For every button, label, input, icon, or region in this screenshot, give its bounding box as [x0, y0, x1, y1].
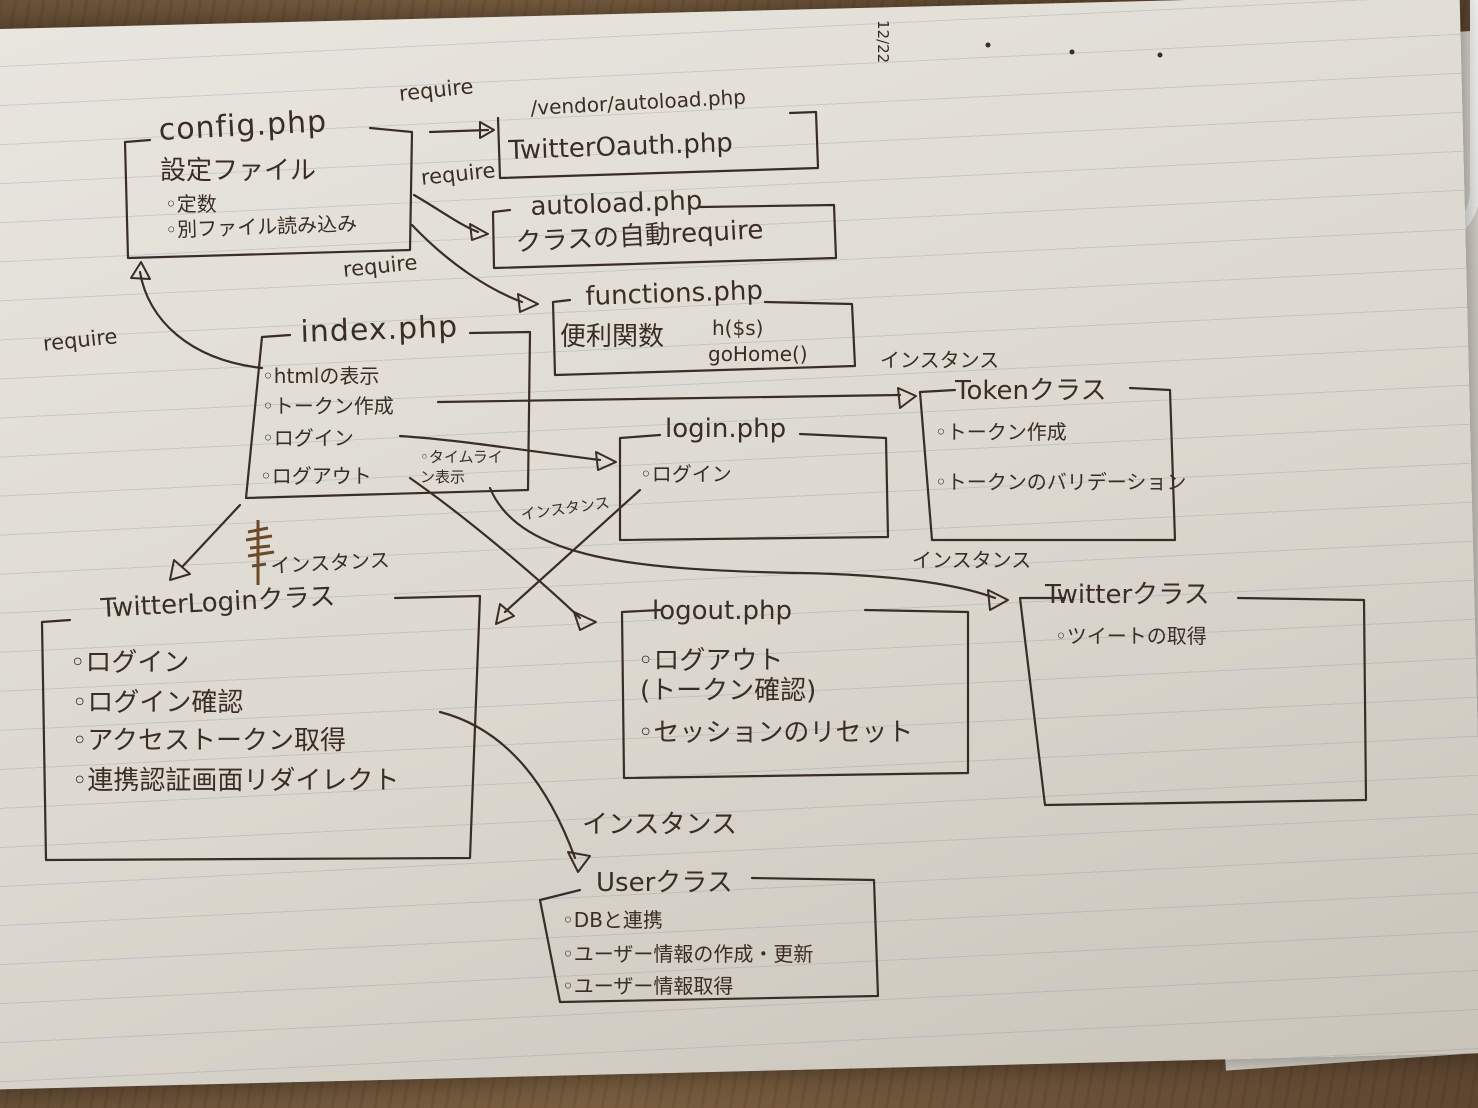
logout-box	[620, 608, 970, 780]
arrowhead-twitter	[987, 589, 1009, 611]
arrow-index-config	[138, 270, 264, 370]
functions-item-1: 便利関数	[560, 322, 665, 352]
arrow-twitterlogin-user	[438, 710, 577, 860]
index-item-4: ◦ログアウト	[260, 464, 372, 488]
autoload-box	[491, 203, 838, 270]
arrowhead-functions	[517, 293, 539, 313]
arrow-config-vendor	[428, 128, 490, 134]
arrowhead-login	[595, 451, 617, 471]
arrow-config-autoload	[412, 193, 480, 234]
twitterlogin-item-3: ◦アクセストークン取得	[72, 726, 347, 756]
login-title: login.php	[665, 414, 787, 444]
arrow-index-twitter	[488, 486, 997, 600]
index-item-3: ◦ログイン	[262, 426, 354, 450]
index-item-5: ◦タイムライン表示	[420, 448, 503, 486]
index-title: index.php	[299, 309, 459, 350]
twitter-title: Twitterクラス	[1045, 580, 1210, 610]
scribble	[245, 520, 275, 585]
token-item-1: ◦トークン作成	[935, 420, 1067, 444]
login-item-1: ◦ログイン	[640, 462, 732, 486]
functions-box	[551, 298, 857, 377]
arrowhead-user	[567, 851, 591, 873]
config-item-3: ◦別ファイル読み込み	[164, 211, 358, 242]
index-item-1: ◦htmlの表示	[262, 364, 380, 388]
functions-item-2: h($s)	[712, 316, 764, 340]
logout-item-2: (トークン確認)	[640, 676, 817, 706]
user-item-2: ◦ユーザー情報の作成・更新	[562, 942, 814, 966]
functions-item-3: goHome()	[708, 342, 808, 366]
token-item-2: ◦トークンのバリデーション	[935, 470, 1187, 494]
arrowhead-login-twitterlogin	[495, 603, 515, 625]
user-title: Userクラス	[596, 868, 733, 898]
arrow-index-login	[398, 434, 602, 462]
user-item-1: ◦DBと連携	[562, 908, 663, 932]
page-dot	[1069, 49, 1075, 55]
twitter-item-1: ◦ツイートの取得	[1055, 624, 1207, 648]
index-box	[244, 330, 532, 500]
logout-item-1: ◦ログアウト	[638, 646, 784, 676]
token-title: Tokenクラス	[955, 376, 1107, 406]
arrowhead-config	[130, 261, 151, 280]
config-item-2: ◦定数	[165, 192, 217, 216]
arrowhead-token	[897, 387, 917, 409]
arrow-login-twitterlogin	[503, 488, 642, 614]
arrow-index-logout	[408, 476, 582, 620]
corner-mark: 12/22	[874, 20, 892, 64]
logout-item-3: ◦セッションのリセット	[638, 718, 914, 748]
config-title: config.php	[157, 104, 328, 148]
page-dot	[985, 42, 991, 48]
twitterlogin-box	[40, 594, 482, 862]
arrowhead-autoload	[469, 223, 489, 241]
config-box	[123, 126, 414, 260]
logout-title: logout.php	[652, 596, 792, 626]
twitterlogin-item-2: ◦ログイン確認	[72, 688, 244, 718]
config-item-1: 設定ファイル	[160, 156, 317, 186]
page-dot	[1157, 52, 1163, 58]
functions-title: functions.php	[584, 275, 764, 312]
user-box	[538, 876, 880, 1004]
vendor-box	[496, 110, 820, 180]
label-inst-token: インスタンス	[880, 348, 1000, 372]
index-item-2: ◦トークン作成	[262, 394, 394, 418]
login-box	[618, 432, 890, 542]
arrowhead-logout	[573, 611, 597, 631]
token-box	[918, 386, 1177, 542]
arrow-index-twitterlogin	[181, 503, 242, 568]
autoload-title: autoload.php	[529, 186, 703, 222]
label-inst-user: インスタンス	[582, 810, 737, 840]
twitter-box	[1018, 596, 1368, 807]
label-inst-twitter: インスタンス	[912, 548, 1032, 572]
vendor-item-1: TwitterOauth.php	[507, 128, 734, 166]
arrow-config-functions	[410, 223, 524, 304]
arrowhead-twitterlogin	[169, 559, 191, 581]
user-item-3: ◦ユーザー情報取得	[562, 974, 734, 998]
label-inst-twitterlogin: インスタンス	[269, 547, 391, 578]
twitterlogin-item-4: ◦連携認証画面リダイレクト	[72, 766, 400, 796]
arrowhead-vendor	[479, 121, 495, 139]
arrow-index-token	[436, 393, 902, 404]
twitterlogin-item-1: ◦ログイン	[70, 648, 190, 678]
